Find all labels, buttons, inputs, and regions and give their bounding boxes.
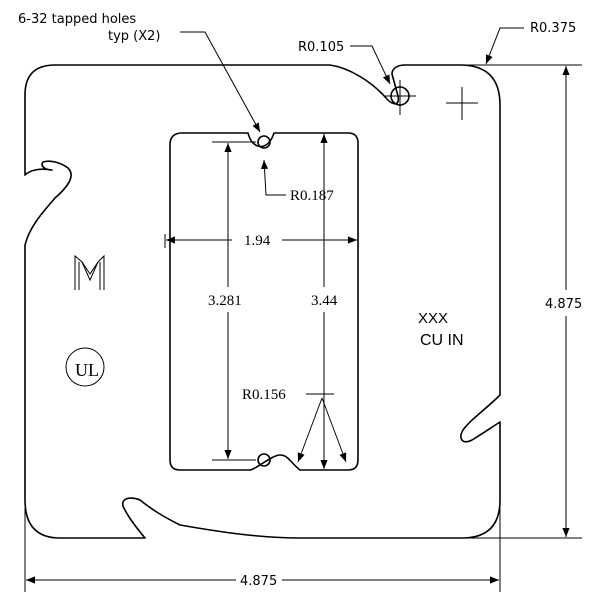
dim-height-value: 4.875 xyxy=(545,297,582,312)
manufacturer-logo xyxy=(74,254,105,290)
tapped-hole-top xyxy=(257,135,271,149)
tapped-hole-bottom xyxy=(257,453,271,467)
volume-unit: CU IN xyxy=(420,332,464,349)
dim-width-value: 1.94 xyxy=(244,233,271,249)
r0187-leader xyxy=(260,159,286,196)
r0156-leader-right xyxy=(321,397,347,463)
r0156-label: R0.156 xyxy=(242,387,286,403)
tapped-holes-leader xyxy=(180,31,261,133)
r0105-label: R0.105 xyxy=(298,40,344,55)
ul-mark-text: UL xyxy=(75,360,99,380)
tapped-holes-label-2: typ (X2) xyxy=(108,29,161,44)
r0375-leader xyxy=(485,27,524,65)
plate-outline xyxy=(24,64,501,539)
r0187-label: R0.187 xyxy=(290,188,334,204)
dim-holes-value: 3.281 xyxy=(208,293,242,309)
dim-overall-value: 4.875 xyxy=(240,574,277,589)
center-opening xyxy=(169,132,359,471)
dim-opening-value: 3.44 xyxy=(311,293,338,309)
ul-mark: UL xyxy=(65,347,105,387)
r0156-leader-left xyxy=(297,397,323,463)
r0375-label: R0.375 xyxy=(530,21,576,36)
tapped-holes-label-1: 6-32 tapped holes xyxy=(18,12,136,27)
r0105-leader xyxy=(350,45,391,85)
volume-placeholder: XXX xyxy=(418,310,448,327)
